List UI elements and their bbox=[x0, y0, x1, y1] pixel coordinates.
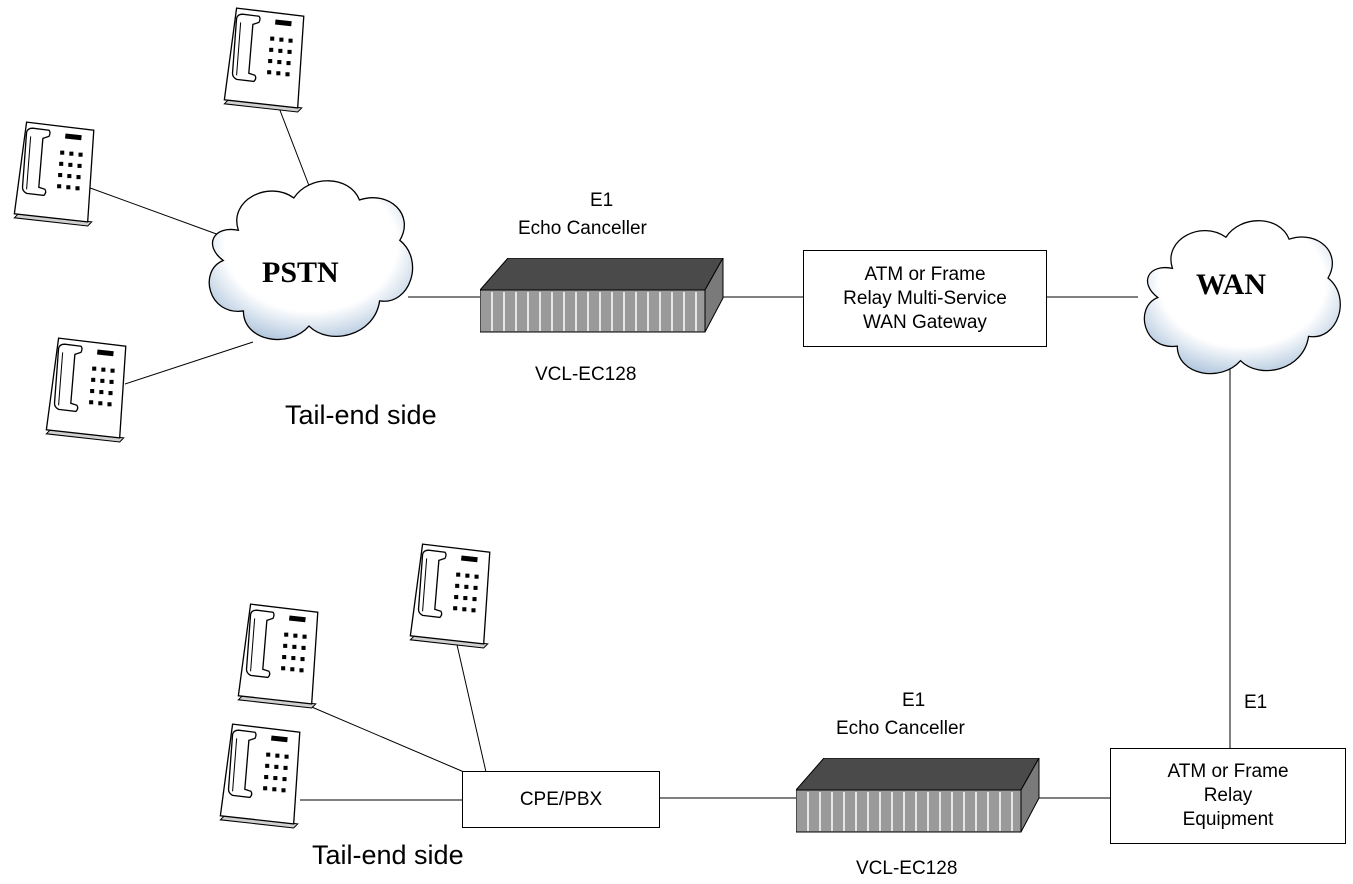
telephone-icon bbox=[13, 121, 95, 227]
top-ec-model-label: VCL-EC128 bbox=[535, 364, 637, 385]
bottom-tail-end-label: Tail-end side bbox=[312, 840, 464, 870]
equipment-line-3: Equipment bbox=[1182, 809, 1274, 830]
echo-canceller-rack-icon bbox=[796, 758, 1040, 833]
telephone-icon bbox=[219, 723, 301, 829]
gateway-line-1: ATM or Frame bbox=[864, 263, 986, 285]
bottom-ec-name-label: Echo Canceller bbox=[836, 718, 965, 739]
telephone-icon bbox=[237, 603, 319, 709]
link-phone1-pstn bbox=[275, 99, 314, 197]
e1-link-label: E1 bbox=[1244, 692, 1268, 713]
atm-equipment-box: ATM or Frame Relay Equipment bbox=[1110, 748, 1346, 844]
telephone-icon bbox=[223, 7, 305, 113]
telephone-icon bbox=[45, 337, 127, 443]
equipment-line-1: ATM or Frame bbox=[1167, 761, 1289, 782]
pstn-label: PSTN bbox=[262, 256, 339, 289]
connection-lines bbox=[81, 99, 1231, 801]
bottom-ec-e1-label: E1 bbox=[902, 690, 926, 711]
gateway-line-2: Relay Multi-Service bbox=[843, 287, 1007, 309]
echo-canceller-rack-icon bbox=[480, 258, 724, 333]
cpe-pbx-label: CPE/PBX bbox=[519, 788, 603, 810]
gateway-line-3: WAN Gateway bbox=[863, 311, 987, 333]
telephone-icon bbox=[409, 543, 491, 649]
cpe-pbx-box: CPE/PBX bbox=[462, 771, 660, 828]
link-phone-cpe-b bbox=[299, 701, 465, 773]
link-phone3-pstn bbox=[124, 341, 254, 385]
top-ec-name-label: Echo Canceller bbox=[518, 218, 647, 239]
link-phone-cpe-a bbox=[454, 635, 487, 773]
wan-gateway-box: ATM or Frame Relay Multi-Service WAN Gat… bbox=[803, 250, 1047, 347]
link-phone2-pstn bbox=[81, 184, 223, 237]
top-ec-e1-label: E1 bbox=[590, 190, 614, 211]
equipment-line-2: Relay bbox=[1203, 785, 1253, 806]
bottom-ec-model-label: VCL-EC128 bbox=[856, 858, 958, 879]
wan-label: WAN bbox=[1196, 268, 1267, 301]
top-tail-end-label: Tail-end side bbox=[285, 400, 437, 430]
